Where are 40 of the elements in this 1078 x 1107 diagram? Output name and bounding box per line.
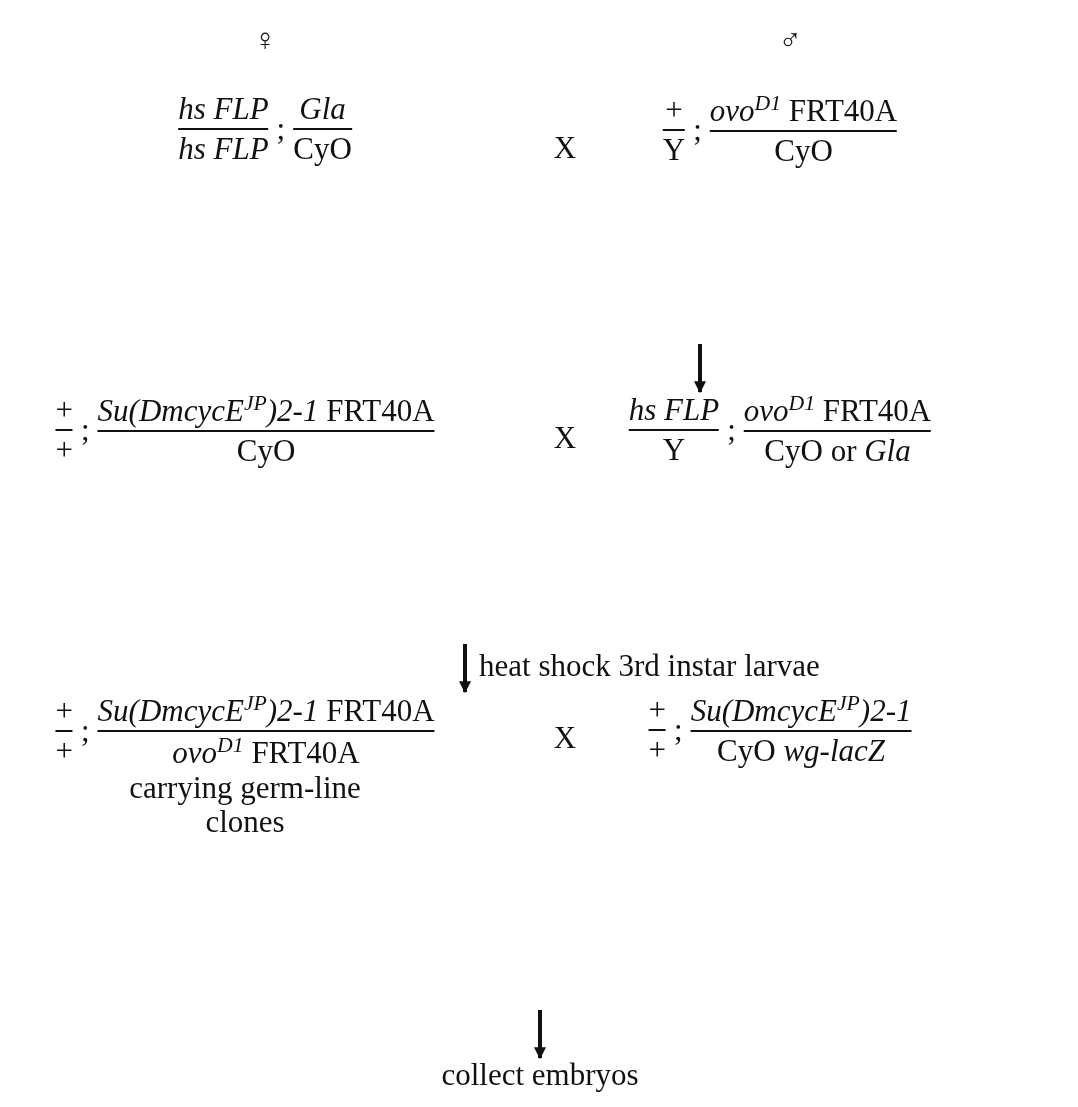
note-text: carrying germ-line clones xyxy=(128,770,362,840)
genotype-text: + xyxy=(648,733,666,768)
arrow xyxy=(694,344,706,394)
genotype-text: + xyxy=(665,93,683,128)
step-text: collect embryos xyxy=(441,1058,639,1093)
genotype-text: + xyxy=(55,433,73,468)
genotype-text: Gla xyxy=(299,92,346,127)
genotype-text: ovo$^{D1}$ FRT40A xyxy=(709,92,898,129)
separator-mark: ; xyxy=(275,112,287,147)
genotype-text: Su(DmcycE$^{JP}$)2-1 xyxy=(690,692,912,729)
separator-mark: ; xyxy=(692,113,703,148)
genotype-text: Su(DmcycE$^{JP}$)2-1 FRT40A xyxy=(97,392,435,429)
genotype-text: + xyxy=(55,694,73,729)
separator-mark: ; xyxy=(79,413,91,448)
genotype-text: CyO wg-lacZ xyxy=(717,734,885,769)
separator-mark: ; xyxy=(726,413,737,448)
genotype-text: ovo$^{D1}$ FRT40A xyxy=(743,392,932,429)
genotype-text: CyO or Gla xyxy=(764,434,911,469)
genotype-text: hs FLP xyxy=(178,92,269,127)
cross-mark: X xyxy=(553,420,577,456)
genotype-text: ovo$^{D1}$ FRT40A xyxy=(172,734,360,771)
female-symbol: ♀ xyxy=(253,22,277,58)
cross-mark: X xyxy=(553,130,577,166)
genotype-text: + xyxy=(55,393,73,428)
genotype-text: Su(DmcycE$^{JP}$)2-1 FRT40A xyxy=(97,692,435,729)
genotype-text: CyO xyxy=(774,134,833,169)
cross-mark: X xyxy=(553,720,577,756)
genotype-text: CyO xyxy=(236,434,296,469)
genotype-text: + xyxy=(55,734,73,769)
arrow xyxy=(459,644,471,694)
arrow xyxy=(534,1010,546,1060)
genotype-text: CyO xyxy=(293,132,352,167)
genotype-text: hs FLP xyxy=(628,393,720,428)
genotype-text: hs FLP xyxy=(178,132,269,167)
genotype-text: + xyxy=(648,693,666,728)
separator-mark: ; xyxy=(79,714,91,749)
male-symbol: ♂ xyxy=(778,22,802,58)
genotype-text: Y xyxy=(662,133,686,168)
separator-mark: ; xyxy=(673,713,684,748)
genotype-text: Y xyxy=(662,433,686,468)
